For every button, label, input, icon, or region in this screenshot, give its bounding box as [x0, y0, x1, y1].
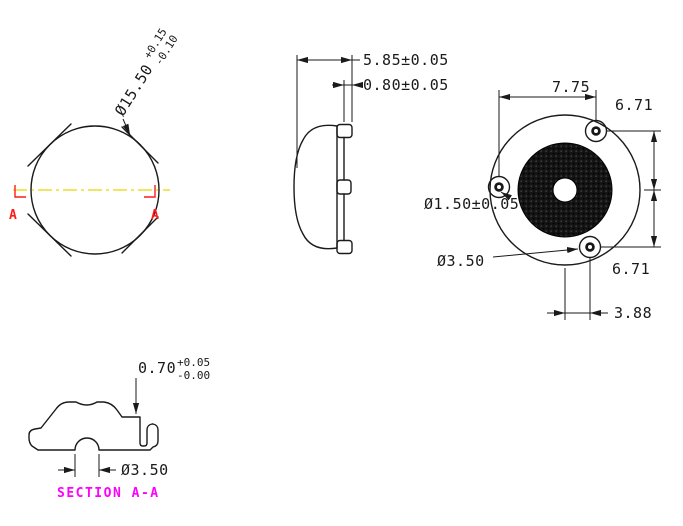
center-hole	[552, 177, 578, 203]
side-top-ear-tab	[336, 123, 353, 139]
step-dim: 0.70	[138, 359, 176, 377]
horizontal-offset-dim: 3.88	[614, 304, 652, 322]
section-view: 0.70 +0.05 -0.00 Ø3.50 SECTION A-A	[28, 356, 210, 501]
overall-width-dim: 5.85±0.05	[363, 51, 449, 69]
hex-flats	[27, 123, 159, 257]
ear-boss-left	[487, 175, 511, 199]
side-view: 5.85±0.05 0.80±0.05	[293, 51, 449, 255]
section-caption: SECTION A-A	[57, 486, 160, 501]
side-extension-lines	[296, 55, 353, 168]
section-body-hatched	[28, 401, 159, 451]
hole-spacing-dim: 7.75	[552, 78, 590, 96]
section-label-right: A	[151, 208, 159, 223]
section-hole-dim: Ø3.50	[121, 461, 169, 479]
back-flange-circle	[489, 114, 641, 266]
upper-offset-dim: 6.71	[615, 96, 653, 114]
port-hole-dim: Ø1.50±0.05	[424, 195, 519, 213]
port-hole-leader	[500, 191, 512, 201]
hole-spacing-extension-lines	[498, 90, 597, 176]
step-tol-plus: +0.05	[177, 356, 210, 369]
back-view: 7.75 6.71 6.71 3.88 Ø1.50±0.05 Ø3.50	[424, 78, 661, 322]
mount-hole-top	[591, 126, 601, 136]
section-arrow-right	[144, 185, 156, 198]
section-arrow-left	[14, 185, 26, 198]
mount-hole-bottom	[585, 242, 595, 252]
front-diameter-dim: Ø15.50	[111, 61, 157, 119]
flange-thickness-dim: 0.80±0.05	[363, 76, 449, 94]
lower-offset-dim: 6.71	[612, 260, 650, 278]
mount-hole-dim: Ø3.50	[437, 252, 485, 270]
side-dome-profile	[293, 124, 338, 250]
front-view: A A Ø15.50 +0.15 -0.10	[9, 26, 181, 257]
ear-boss-top	[584, 119, 608, 143]
mount-hole-leader	[492, 246, 579, 258]
section-label-left: A	[9, 208, 17, 223]
side-center-pin	[336, 179, 352, 195]
ear-boss-bottom	[578, 235, 602, 259]
front-outer-circle	[30, 125, 160, 255]
diameter-leader-line	[122, 118, 131, 136]
side-bottom-ear-tab	[336, 239, 353, 255]
horizontal-offset-extension-lines	[564, 258, 591, 320]
section-hole-extension-lines	[74, 454, 100, 477]
mount-hole-left	[494, 182, 504, 192]
step-tol-minus: -0.00	[177, 369, 210, 382]
diameter-dim-group: Ø15.50 +0.15 -0.10	[111, 26, 181, 119]
